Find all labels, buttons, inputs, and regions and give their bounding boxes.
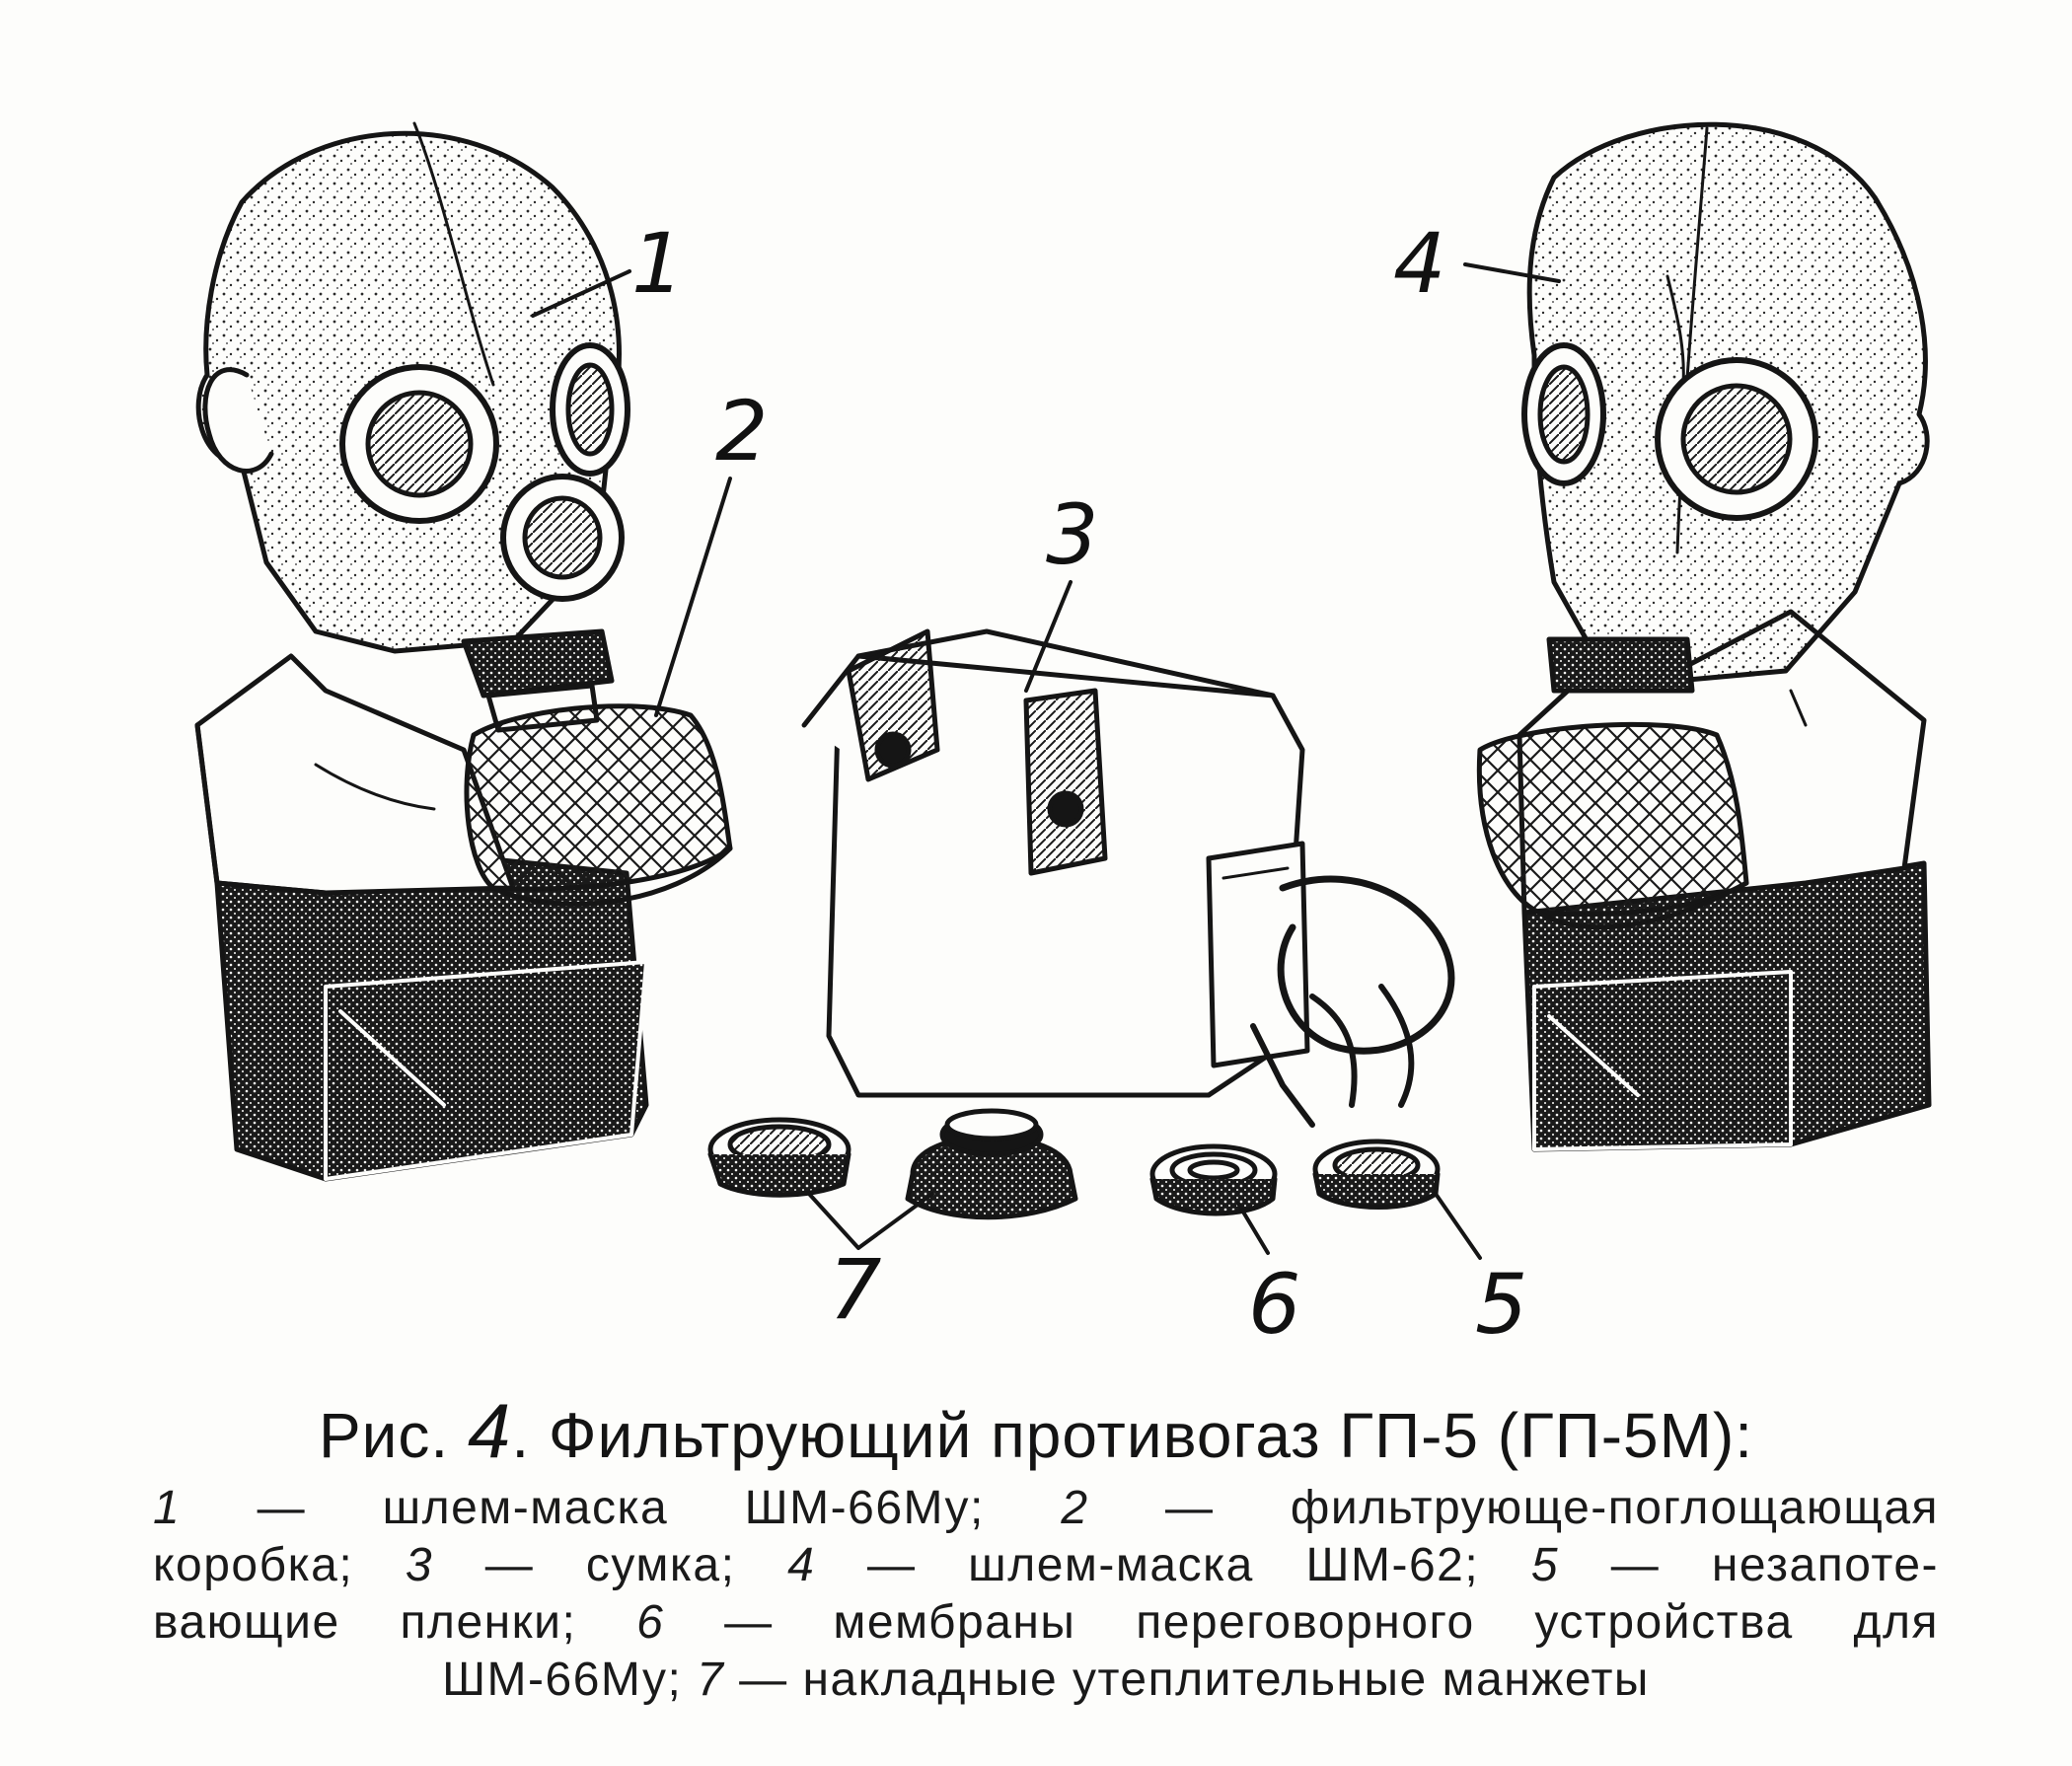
legend-num: 7 (697, 1654, 725, 1706)
callout-7: 7 (829, 1241, 882, 1338)
legend-line: ШМ-66Му; 7 — накладные утеплительные ман… (153, 1652, 1939, 1709)
accessory-parts (707, 1108, 1441, 1220)
legend-text: — накладные утеплительные манжеты (724, 1654, 1650, 1706)
legend-line: коробка; 3 — сумка; 4 — шлем-маска ШМ-62… (153, 1537, 1939, 1594)
callout-6: 6 (1248, 1256, 1301, 1353)
legend-text: коробка; (153, 1539, 406, 1591)
legend-text: — фильтрующе-поглощающая (1088, 1482, 1940, 1534)
legend-text: — шлем-маска ШМ-62; (815, 1539, 1531, 1591)
legend-num: 2 (1061, 1482, 1089, 1534)
caption-prefix: Рис. (318, 1400, 450, 1471)
legend-text: вающие пленки; (153, 1596, 637, 1649)
legend-line: 1 — шлем-маска ШМ-66Му; 2 — фильтрующе-п… (153, 1480, 1939, 1537)
caption-title-text: . Фильтрующий противогаз ГП-5 (ГП-5М): (511, 1400, 1754, 1471)
legend-num: 4 (787, 1539, 816, 1591)
legend-line: вающие пленки; 6 — мембраны переговорног… (153, 1594, 1939, 1652)
legend-text: — мембраны переговорного устройства для (664, 1596, 1940, 1649)
figure-caption-title: Рис. 4. Фильтрующий противогаз ГП-5 (ГП-… (0, 1386, 2072, 1476)
legend-text: — незапоте- (1559, 1539, 1940, 1591)
callout-4: 4 (1393, 215, 1446, 312)
gas-mask-bag (801, 628, 1455, 1128)
legend-num: 5 (1530, 1539, 1560, 1591)
legend-text: — шлем-маска ШМ-66Му; (181, 1482, 1062, 1534)
legend-num: 6 (636, 1596, 665, 1649)
callout-1: 1 (631, 215, 685, 312)
leader-lines (531, 262, 1561, 1260)
callout-5: 5 (1475, 1256, 1528, 1353)
legend-text: ШМ-66Му; (442, 1654, 698, 1706)
legend-text: — сумка; (433, 1539, 788, 1591)
legend-num: 3 (405, 1539, 434, 1591)
caption-figure-number: 4 (467, 1387, 512, 1474)
left-mannequin (194, 121, 733, 1182)
legend-num: 1 (153, 1482, 182, 1534)
gas-mask-illustration: 1 2 3 4 5 6 7 (194, 121, 1932, 1353)
right-mannequin (1476, 121, 1932, 1152)
figure-legend: 1 — шлем-маска ШМ-66Му; 2 — фильтрующе-п… (153, 1480, 1939, 1709)
callout-3: 3 (1046, 486, 1099, 583)
callout-2: 2 (715, 383, 769, 479)
